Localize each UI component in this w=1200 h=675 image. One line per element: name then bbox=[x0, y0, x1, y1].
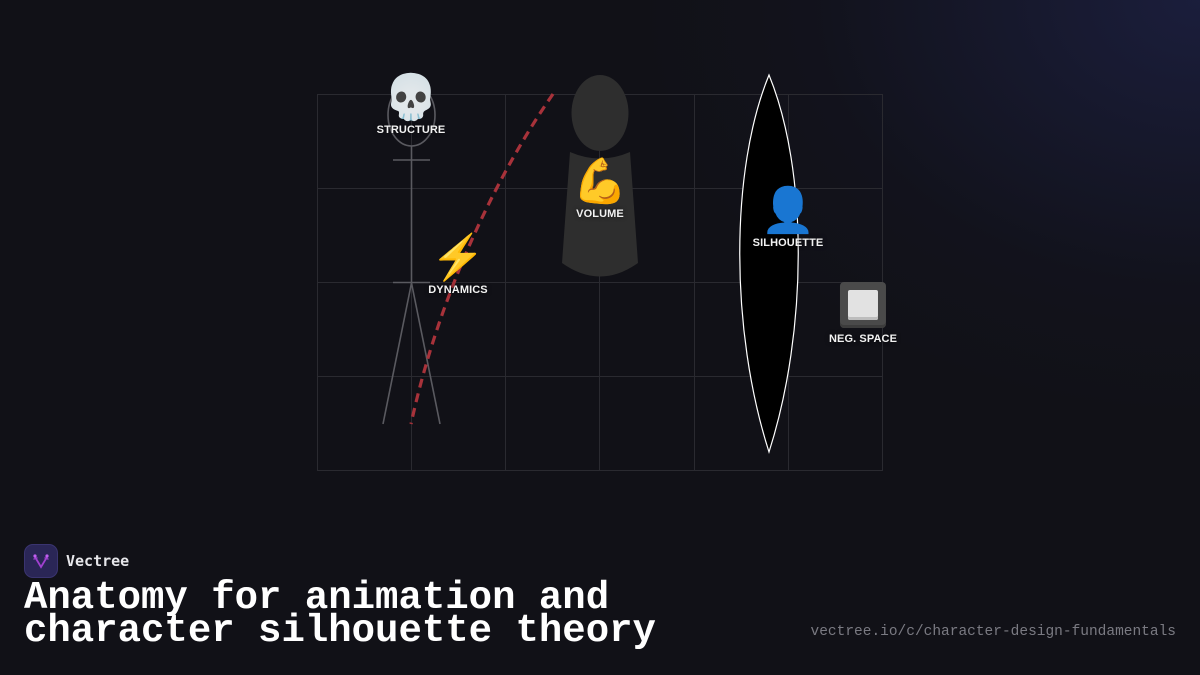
dynamics-label: ⚡ DYNAMICS bbox=[428, 233, 488, 297]
structure-label: 💀 STRUCTURE bbox=[376, 73, 446, 137]
skull-icon: 💀 bbox=[383, 73, 439, 122]
structure-text: STRUCTURE bbox=[376, 124, 446, 136]
stick-figure bbox=[382, 83, 441, 425]
white-square-button-icon bbox=[840, 282, 886, 328]
flexed-biceps-icon: 💪 bbox=[572, 157, 628, 206]
course-url[interactable]: vectree.io/c/character-design-fundamenta… bbox=[810, 624, 1176, 640]
dynamics-text: DYNAMICS bbox=[428, 284, 488, 296]
silhouette-shape bbox=[739, 73, 799, 454]
volume-label: 💪 VOLUME bbox=[572, 157, 628, 221]
brand: Vectree bbox=[24, 544, 129, 578]
page-title: Anatomy for animation and character silh… bbox=[24, 576, 656, 653]
line-of-action bbox=[409, 93, 555, 425]
neg-space-label: NEG. SPACE bbox=[829, 282, 897, 345]
brand-name[interactable]: Vectree bbox=[66, 552, 130, 570]
volume-figure bbox=[562, 75, 638, 277]
volume-text: VOLUME bbox=[576, 208, 624, 220]
bust-silhouette-icon: 👤 bbox=[760, 186, 816, 235]
neg-space-text: NEG. SPACE bbox=[828, 333, 898, 345]
vectree-logo-icon[interactable] bbox=[24, 544, 58, 578]
silhouette-label: 👤 SILHOUETTE bbox=[752, 186, 824, 250]
silhouette-text: SILHOUETTE bbox=[752, 237, 824, 249]
lightning-icon: ⚡ bbox=[430, 233, 486, 282]
